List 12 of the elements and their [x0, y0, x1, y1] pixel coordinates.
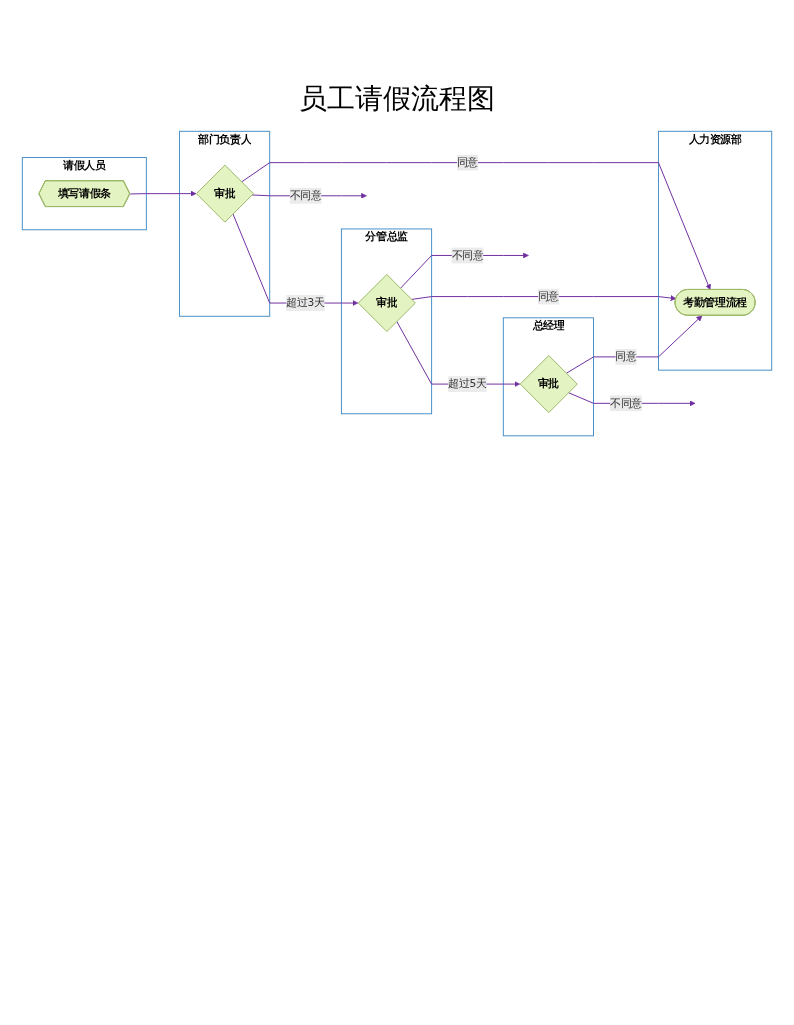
title: 员工请假流程图 — [298, 81, 496, 117]
edge-label: 同意 — [456, 156, 479, 169]
edge-label: 超过3天 — [286, 296, 325, 309]
edge-label: 不同意 — [451, 248, 484, 262]
edge-label: 不同意 — [289, 189, 322, 202]
edge-label: 超过5天 — [448, 377, 487, 391]
node-diamond: 审批 — [357, 274, 416, 333]
node-diamond: 审批 — [195, 164, 254, 223]
edge-label: 不同意 — [610, 396, 642, 410]
node-diamond: 审批 — [519, 355, 578, 414]
edge-label: 同意 — [615, 350, 637, 363]
edge-label: 同意 — [537, 289, 560, 303]
